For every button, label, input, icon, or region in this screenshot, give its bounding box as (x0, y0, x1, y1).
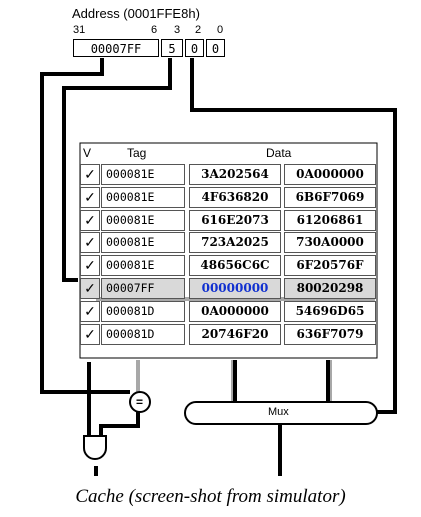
tag-cell: 00007FF (101, 278, 185, 299)
tag-cell: 000081D (101, 300, 185, 322)
address-index-field: 5 (161, 39, 183, 57)
valid-cell: ✓ (80, 278, 100, 299)
bit-0-label: 0 (217, 24, 224, 36)
mux-shape (184, 401, 378, 425)
tag-cell: 000081E (101, 186, 185, 208)
index-wire (62, 58, 172, 282)
data-word1-cell: 6B6F7069 (284, 186, 376, 208)
valid-cell: ✓ (80, 255, 100, 277)
black-wires (40, 58, 397, 476)
data-word0-cell: 3A202564 (189, 164, 281, 185)
caption: Cache (screen-shot from simulator) (75, 486, 346, 507)
data-word1-cell: 730A0000 (284, 232, 376, 254)
tag-cell: 000081E (101, 209, 185, 231)
tag-header: Tag (127, 146, 147, 160)
data-word1-cell: 61206861 (284, 209, 376, 231)
valid-cell: ✓ (80, 323, 100, 345)
data-word0-cell: 4F636820 (189, 186, 281, 208)
comparator-shape (129, 391, 151, 413)
tag-cell: 000081E (101, 255, 185, 277)
valid-cell: ✓ (80, 209, 100, 231)
tag-cell: 000081D (101, 323, 185, 345)
data-word1-cell: 0A000000 (284, 164, 376, 185)
data-word1-cell: 636F7079 (284, 323, 376, 345)
data-header: Data (266, 146, 292, 160)
valid-cell: ✓ (80, 186, 100, 208)
compare-out-wire (99, 412, 140, 436)
data-word0-cell: 723A2025 (189, 232, 281, 254)
data-word1-cell: 6F20576F (284, 255, 376, 277)
address-tag-field: 00007FF (73, 39, 159, 57)
word-wire (190, 58, 397, 414)
address-byte-field: 0 (206, 39, 225, 57)
comparator-label: = (136, 395, 144, 409)
bit-2-label: 2 (195, 24, 202, 36)
and-gate-shape (83, 435, 107, 460)
tag-wire (40, 58, 130, 394)
data-word0-cell: 00000000 (189, 278, 281, 299)
tag-cell: 000081E (101, 232, 185, 254)
valid-cell: ✓ (80, 300, 100, 322)
valid-cell: ✓ (80, 164, 100, 185)
bit-6-label: 6 (151, 24, 158, 36)
tag-cell: 000081E (101, 164, 185, 185)
data-word0-cell: 616E2073 (189, 209, 281, 231)
data-word1-cell: 80020298 (284, 278, 376, 299)
address-word-field: 0 (185, 39, 204, 57)
data-word0-cell: 0A000000 (189, 300, 281, 322)
data-word0-cell: 48656C6C (189, 255, 281, 277)
bit-31-label: 31 (73, 24, 86, 36)
mux-label: Mux (268, 406, 289, 418)
address-title: Address (0001FFE8h) (72, 6, 200, 21)
data-word0-cell: 20746F20 (189, 323, 281, 345)
data-word1-cell: 54696D65 (284, 300, 376, 322)
bit-3-label: 3 (174, 24, 181, 36)
valid-cell: ✓ (80, 232, 100, 254)
valid-header: V (83, 146, 92, 160)
